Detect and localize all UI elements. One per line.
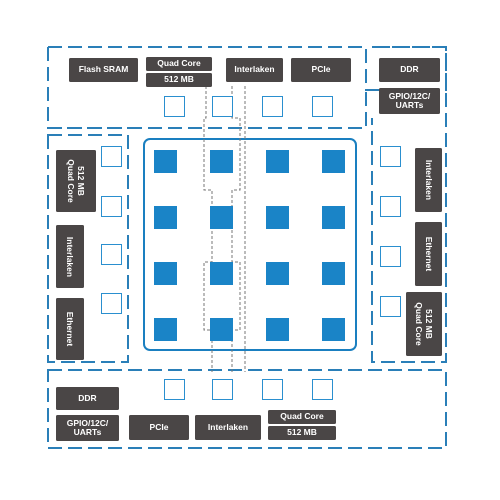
left-512mb-label: 512 MB	[76, 166, 86, 196]
core-r1-c1	[154, 150, 177, 173]
bottom-gpio-label-line1: GPIO/12C/	[66, 417, 109, 428]
bottom-quad-core-label: Quad Core	[280, 411, 324, 422]
top-quad-core-block: Quad Core	[146, 57, 212, 71]
top-port-4	[312, 96, 333, 117]
top-512mb-block: 512 MB	[146, 73, 212, 87]
core-r3-c4	[322, 262, 345, 285]
bottom-interlaken-block: Interlaken	[195, 415, 261, 440]
bottom-ddr-block: DDR	[56, 387, 119, 410]
right-512mb-label: 512 MB	[424, 309, 434, 339]
left-ethernet-label: Ethernet	[65, 311, 75, 347]
core-r4-c3	[266, 318, 289, 341]
right-interlaken-block: Interlaken	[415, 148, 442, 212]
top-port-3	[262, 96, 283, 117]
right-quad-core-label: Quad Core	[414, 302, 424, 346]
top-gpio-block: GPIO/12C/ UARTs	[379, 88, 440, 114]
top-quad-core-label: Quad Core	[157, 58, 201, 69]
core-grid-frame	[143, 138, 357, 351]
right-port-1	[380, 146, 401, 167]
top-ddr-label: DDR	[400, 64, 419, 75]
bottom-quad-core-group: Quad Core 512 MB	[268, 410, 336, 440]
top-interlaken-block: Interlaken	[226, 58, 283, 82]
bottom-pcie-block: PCIe	[129, 415, 189, 440]
left-port-4	[101, 293, 122, 314]
bottom-port-2	[212, 379, 233, 400]
core-r3-c3	[266, 262, 289, 285]
bottom-512mb-block: 512 MB	[268, 426, 336, 440]
top-port-1	[164, 96, 185, 117]
bottom-port-3	[262, 379, 283, 400]
top-right-region-outline	[371, 46, 447, 363]
core-r3-c2	[210, 262, 233, 285]
top-ddr-block: DDR	[379, 58, 440, 82]
core-r2-c4	[322, 206, 345, 229]
top-pcie-label: PCIe	[311, 64, 331, 75]
bottom-gpio-label-line2: UARTs	[73, 427, 102, 437]
top-512mb-label: 512 MB	[164, 74, 194, 85]
core-r3-c1	[154, 262, 177, 285]
top-port-2	[212, 96, 233, 117]
bottom-pcie-label: PCIe	[149, 421, 169, 432]
right-quad-core-text: 512 MB Quad Core	[414, 302, 434, 345]
left-quad-core-label: Quad Core	[66, 159, 76, 203]
top-interlaken-label: Interlaken	[234, 64, 275, 75]
right-quad-core-block: 512 MB Quad Core	[406, 292, 442, 356]
right-port-2	[380, 196, 401, 217]
core-r2-c1	[154, 206, 177, 229]
left-region-outline	[47, 134, 129, 363]
bottom-interlaken-label: Interlaken	[207, 421, 249, 432]
bottom-port-1	[164, 379, 185, 400]
bottom-region-outline	[47, 369, 447, 449]
right-ethernet-block: Ethernet	[415, 222, 442, 286]
flash-sram-block: Flash SRAM	[69, 58, 138, 82]
top-gpio-label-line1: GPIO/12C/	[388, 90, 431, 101]
core-r1-c3	[266, 150, 289, 173]
right-interlaken-label: Interlaken	[423, 159, 434, 201]
left-port-2	[101, 196, 122, 217]
core-r4-c2	[210, 318, 233, 341]
bottom-gpio-block: GPIO/12C/ UARTs	[56, 415, 119, 441]
left-quad-core-text: 512 MB Quad Core	[66, 159, 86, 202]
right-port-4	[380, 296, 401, 317]
bottom-quad-core-block: Quad Core	[268, 410, 336, 424]
bottom-ddr-label: DDR	[78, 392, 97, 403]
core-r4-c1	[154, 318, 177, 341]
top-inner-outline	[48, 90, 367, 129]
left-interlaken-label: Interlaken	[65, 236, 75, 277]
core-r2-c2	[210, 206, 233, 229]
top-pcie-block: PCIe	[291, 58, 351, 82]
right-ethernet-label: Ethernet	[423, 236, 434, 272]
left-ethernet-block: Ethernet	[56, 298, 84, 360]
core-r4-c4	[322, 318, 345, 341]
core-r1-c2	[210, 150, 233, 173]
core-r1-c4	[322, 150, 345, 173]
bottom-512mb-label: 512 MB	[287, 427, 317, 438]
right-port-3	[380, 246, 401, 267]
bottom-port-4	[312, 379, 333, 400]
left-quad-core-block: 512 MB Quad Core	[56, 150, 96, 212]
top-gpio-label-line2: UARTs	[395, 100, 424, 110]
top-quad-core-group: Quad Core 512 MB	[146, 57, 212, 87]
left-interlaken-block: Interlaken	[56, 225, 84, 288]
core-r2-c3	[266, 206, 289, 229]
flash-sram-label: Flash SRAM	[78, 64, 129, 75]
left-port-1	[101, 146, 122, 167]
left-port-3	[101, 244, 122, 265]
